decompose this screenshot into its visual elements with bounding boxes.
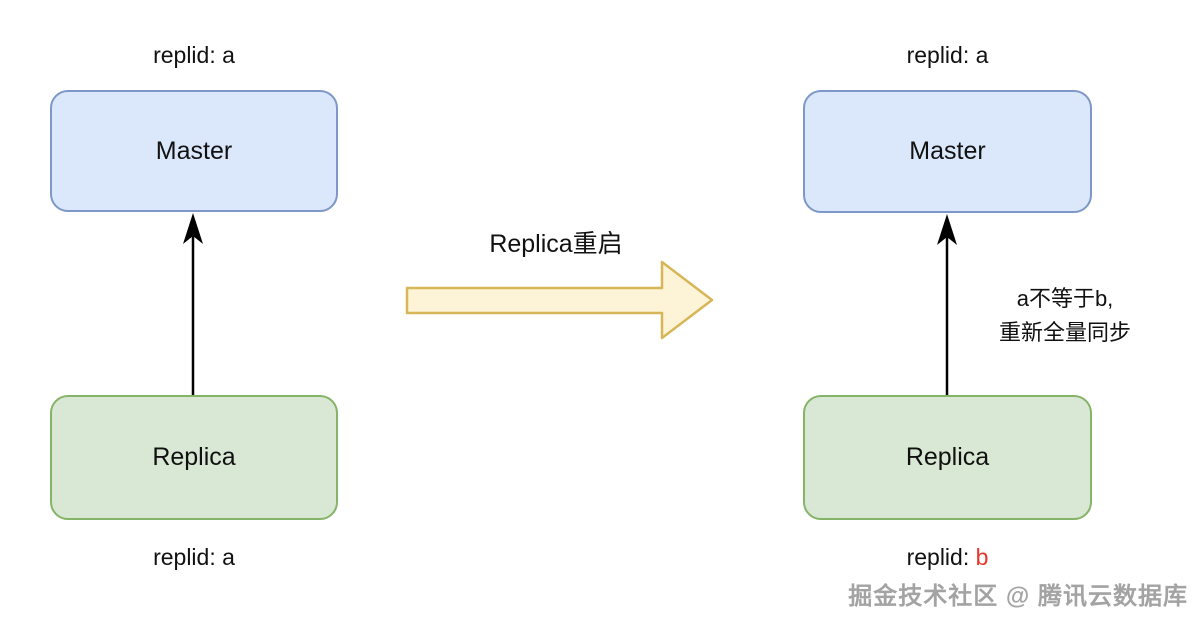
watermark-text: 掘金技术社区 @ 腾讯云数据库: [848, 583, 1188, 610]
left-master-node-label: Master: [155, 136, 233, 165]
right-replication-arrow: [937, 214, 957, 395]
left-replica-replid-label: replid: a: [153, 544, 235, 570]
right-replica-node: Replica: [803, 395, 1092, 520]
left-master-node: Master: [50, 90, 338, 212]
right-master-node: Master: [803, 90, 1092, 213]
right-replica-replid-value: b: [975, 544, 989, 570]
resync-note-line2: 重新全量同步: [998, 320, 1131, 345]
left-replication-arrow: [183, 213, 203, 395]
right-master-node-label: Master: [909, 137, 986, 165]
right-replica-replid-prefix: replid:: [906, 544, 976, 570]
resync-note: a不等于b, 重新全量同步: [965, 282, 1165, 350]
right-replica-replid-label: replid: b: [803, 544, 1092, 571]
resync-note-line1: a不等于b,: [1016, 286, 1114, 311]
right-replica-node-label: Replica: [905, 443, 990, 471]
left-master-replid-label: replid: a: [153, 42, 235, 68]
right-master-replid-label: replid: a: [906, 42, 989, 68]
left-replica-node-label: Replica: [152, 443, 236, 471]
transition-label: Replica重启: [489, 230, 623, 258]
transition-arrow: [405, 260, 714, 340]
left-replica-node: Replica: [50, 395, 338, 520]
